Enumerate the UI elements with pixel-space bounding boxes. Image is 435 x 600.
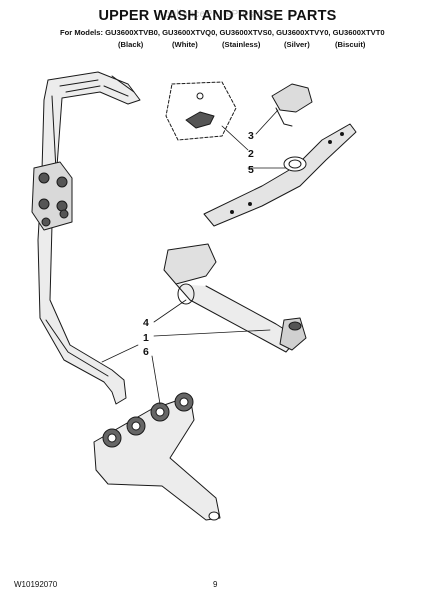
callout-5: 5 (248, 164, 254, 176)
lower-spray-manifold (93, 392, 221, 521)
callout-3: 3 (248, 130, 254, 142)
page-number: 9 (213, 580, 218, 589)
document-number: W10192070 (14, 580, 58, 589)
leader-lines (101, 109, 287, 405)
callout-2: 2 (248, 148, 254, 160)
color-silver: (Silver) (284, 40, 310, 49)
tube-manifold (31, 161, 73, 231)
feed-tube (163, 243, 307, 353)
supply-tube (37, 71, 141, 405)
callout-6: 6 (143, 346, 149, 358)
color-white: (White) (172, 40, 198, 49)
bearing-assembly (165, 81, 313, 141)
upper-spray-arm (203, 123, 357, 227)
page-title: UPPER WASH AND RINSE PARTS (98, 8, 337, 24)
models-line: For Models: GU3600XTVB0, GU3600XTVQ0, GU… (60, 28, 385, 37)
callout-1: 1 (143, 332, 149, 344)
color-biscuit: (Biscuit) (335, 40, 366, 49)
watermark-text: AppliancePartsPros.com (157, 9, 278, 20)
color-black: (Black) (118, 40, 144, 49)
callout-4: 4 (143, 317, 149, 329)
color-stainless: (Stainless) (222, 40, 261, 49)
